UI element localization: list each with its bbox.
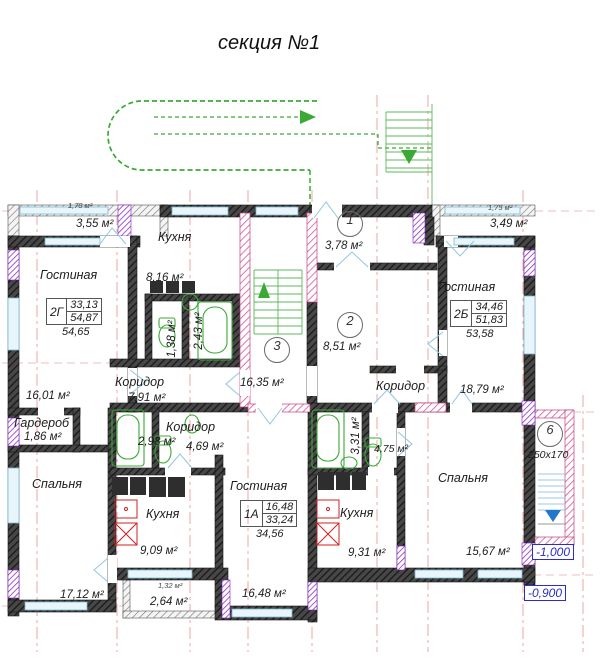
evacuation-route-path <box>107 100 432 238</box>
room-number-elevator: 6 <box>537 421 563 447</box>
route-arrow-right-icon <box>300 110 316 124</box>
elevator-stairs-icon <box>538 473 566 525</box>
room-area-living-1a: 16,48 м² <box>242 588 286 600</box>
stamp-total-reduced: 34,56 <box>256 528 284 540</box>
room-area-bath-2b: 3,31 м² <box>350 417 362 455</box>
sink-icon <box>181 293 199 311</box>
room-label-kitchen-1a: Кухня <box>146 507 180 521</box>
sink-icon <box>184 414 200 434</box>
route-arrow-down-icon <box>401 150 417 164</box>
room-label-living-2b: Гостиная <box>438 280 496 294</box>
stairs-down-arrow-icon <box>545 510 561 522</box>
room-label-corridor-1a: Коридор <box>166 420 216 434</box>
room-area-kitchen-1a: 9,09 м² <box>140 545 178 557</box>
room-area-bath-1a: 2,98 м² <box>138 436 176 448</box>
stamp-code: 2Б <box>451 301 473 326</box>
room-area-vestibule: 3,78 м² <box>325 240 363 252</box>
door-swing-marks <box>93 201 475 583</box>
stamp-living-area: 34,46 <box>472 301 507 314</box>
balcony-area-2g: 3,55 м² <box>76 218 114 230</box>
room-area-corridor-2g: 7,91 м² <box>128 392 166 404</box>
stairs-down-icon <box>385 104 433 205</box>
room-label-kitchen-2g: Кухня <box>158 230 192 244</box>
room-label-living-1a: Гостиная <box>230 479 288 493</box>
room-area-living-2g: 16,01 м² <box>26 390 70 402</box>
room-area-hall: 8,51 м² <box>323 341 361 353</box>
windows <box>7 206 536 618</box>
room-area-corridor-1a: 4,69 м² <box>186 441 224 453</box>
room-label-bedroom-2g: Спальня <box>32 477 82 491</box>
stove-icon <box>114 499 340 546</box>
toilet-icon <box>154 435 172 464</box>
room-label-corridor-2g: Коридор <box>115 375 165 389</box>
stamp-living-area: 33,13 <box>67 299 101 312</box>
stamp-total-area: 33,24 <box>265 514 294 526</box>
room-area-bath-2g: 2,43 м² <box>193 312 205 350</box>
stairs-up-icon <box>253 269 303 335</box>
balcony-area-1a: 2,64 м² <box>150 596 188 608</box>
room-area-bedroom-2g: 17,12 м² <box>60 589 104 601</box>
bathtub-icon <box>197 301 233 361</box>
room-label-corridor-2b: Коридор <box>376 379 426 393</box>
fixtures <box>111 293 382 470</box>
apartment-stamp-2g: 2Г 33,13 54,87 54,65 <box>46 298 102 338</box>
room-number-stairwell: 3 <box>264 337 290 363</box>
room-area-kitchen-2b: 9,31 м² <box>348 547 386 559</box>
room-area-corridor2-2b: 4,75 м² <box>374 443 409 455</box>
stamp-total-area: 54,87 <box>70 312 98 324</box>
room-label-wardrobe-2g: Гардероб <box>14 416 70 430</box>
room-area-kitchen-2g: 8,16 м² <box>146 272 184 284</box>
room-label-living-2g: Гостиная <box>40 268 98 282</box>
stamp-total-reduced: 53,58 <box>466 328 494 340</box>
stamp-total-reduced: 54,65 <box>62 326 90 338</box>
elevation-mark-upper: -1,000 <box>532 544 575 560</box>
stairs-up-arrow-icon <box>258 282 270 298</box>
stamp-living-area: 16,48 <box>262 501 297 514</box>
apartment-stamp-2b: 2Б 34,46 51,83 53,58 <box>450 300 508 340</box>
room-label-kitchen-2b: Кухня <box>340 506 374 520</box>
kitchen-appliances <box>112 281 366 546</box>
room-area-wardrobe-2g: 1,86 м² <box>24 431 62 443</box>
balcony-half-area-2g: 1,78 м² <box>68 201 93 210</box>
kitchen-counter-icon <box>112 281 366 497</box>
stamp-total-area: 51,83 <box>475 314 504 326</box>
toilet-icon <box>158 317 176 348</box>
bathtub-icon <box>111 409 145 467</box>
wall-piers <box>7 204 536 619</box>
door-openings <box>38 204 472 583</box>
room-area-stairwell: 16,35 м² <box>240 377 284 389</box>
balcony-half-area-1a: 1,32 м² <box>158 581 183 590</box>
apartment-stamp-1a: 1А 16,48 33,24 34,56 <box>240 500 298 540</box>
stamp-code: 2Г <box>47 299 68 324</box>
page-title: секция №1 <box>218 32 321 54</box>
room-area-extra-2b: 18,79 м² <box>460 384 504 396</box>
elevation-mark-lower: -0,900 <box>524 585 567 601</box>
room-label-bedroom-2b: Спальня <box>438 471 488 485</box>
room-area-wc-2g: 1,38 м² <box>166 320 178 358</box>
toilet-icon <box>364 437 382 467</box>
room-number-hall: 2 <box>337 312 363 338</box>
sink-icon <box>340 456 358 470</box>
room-area-bedroom-2b: 15,67 м² <box>466 546 510 558</box>
elevator-size: 250x170 <box>528 449 569 461</box>
stamp-code: 1А <box>241 501 263 526</box>
balcony-area-2b: 3,49 м² <box>490 218 528 230</box>
balcony-half-area-2b: 1,75 м² <box>488 203 513 212</box>
room-number-vestibule: 1 <box>337 211 363 237</box>
bathtub-icon <box>311 409 345 469</box>
